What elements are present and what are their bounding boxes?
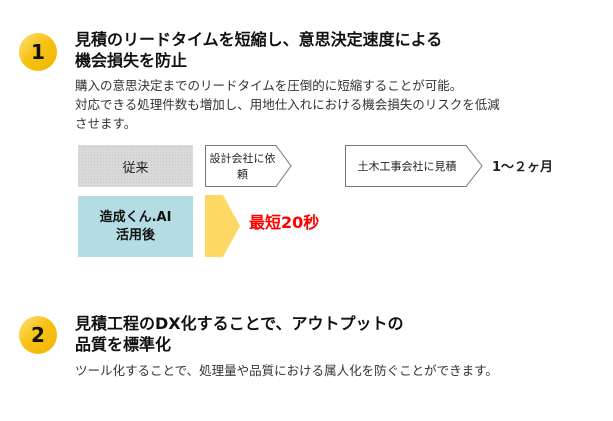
yellow-arrow — [205, 195, 240, 257]
after-duration: 最短20秒 — [249, 213, 320, 232]
step-arrow: 設計会社に依頼 — [205, 145, 292, 187]
step-label: 土木工事会社に見積 — [357, 160, 457, 173]
step-label: 設計会社に依頼 — [209, 152, 276, 181]
after-label-box: 造成くん.AI 活用後 — [78, 196, 193, 257]
title-line: 機会損失を防止 — [75, 51, 188, 70]
body-line: させます。 — [75, 116, 137, 131]
step-arrow: 土木工事会社に見積 — [345, 145, 483, 187]
body-line: 対応できる処理件数も増加し、用地仕入れにおける機会損失のリスクを低減 — [75, 97, 500, 112]
before-label-box: 従来 — [78, 145, 193, 187]
section-number-badge: 2 — [19, 316, 57, 354]
section-body: 購入の意思決定までのリードタイムを圧倒的に短縮することが可能。 対応できる処理件… — [75, 76, 500, 133]
body-line: ツール化することで、処理量や品質における属人化を防ぐことができます。 — [75, 363, 498, 378]
section-title: 見積のリードタイムを短縮し、意思決定速度による 機会損失を防止 — [75, 29, 442, 71]
after-label-line: 造成くん.AI — [99, 209, 172, 225]
section-number: 2 — [31, 323, 45, 347]
section-number-badge: 1 — [19, 33, 57, 71]
section-body: ツール化することで、処理量や品質における属人化を防ぐことができます。 — [75, 361, 498, 380]
title-line: 品質を標準化 — [75, 335, 172, 354]
after-label-line: 活用後 — [115, 227, 155, 243]
title-line: 見積工程のDX化することで、アウトプットの — [75, 314, 404, 333]
body-line: 購入の意思決定までのリードタイムを圧倒的に短縮することが可能。 — [75, 78, 463, 93]
section-number: 1 — [31, 40, 45, 64]
before-duration: 1～２ヶ月 — [492, 160, 554, 175]
before-label: 従来 — [122, 160, 149, 176]
title-line: 見積のリードタイムを短縮し、意思決定速度による — [75, 30, 443, 49]
section-title: 見積工程のDX化することで、アウトプットの 品質を標準化 — [75, 313, 404, 355]
